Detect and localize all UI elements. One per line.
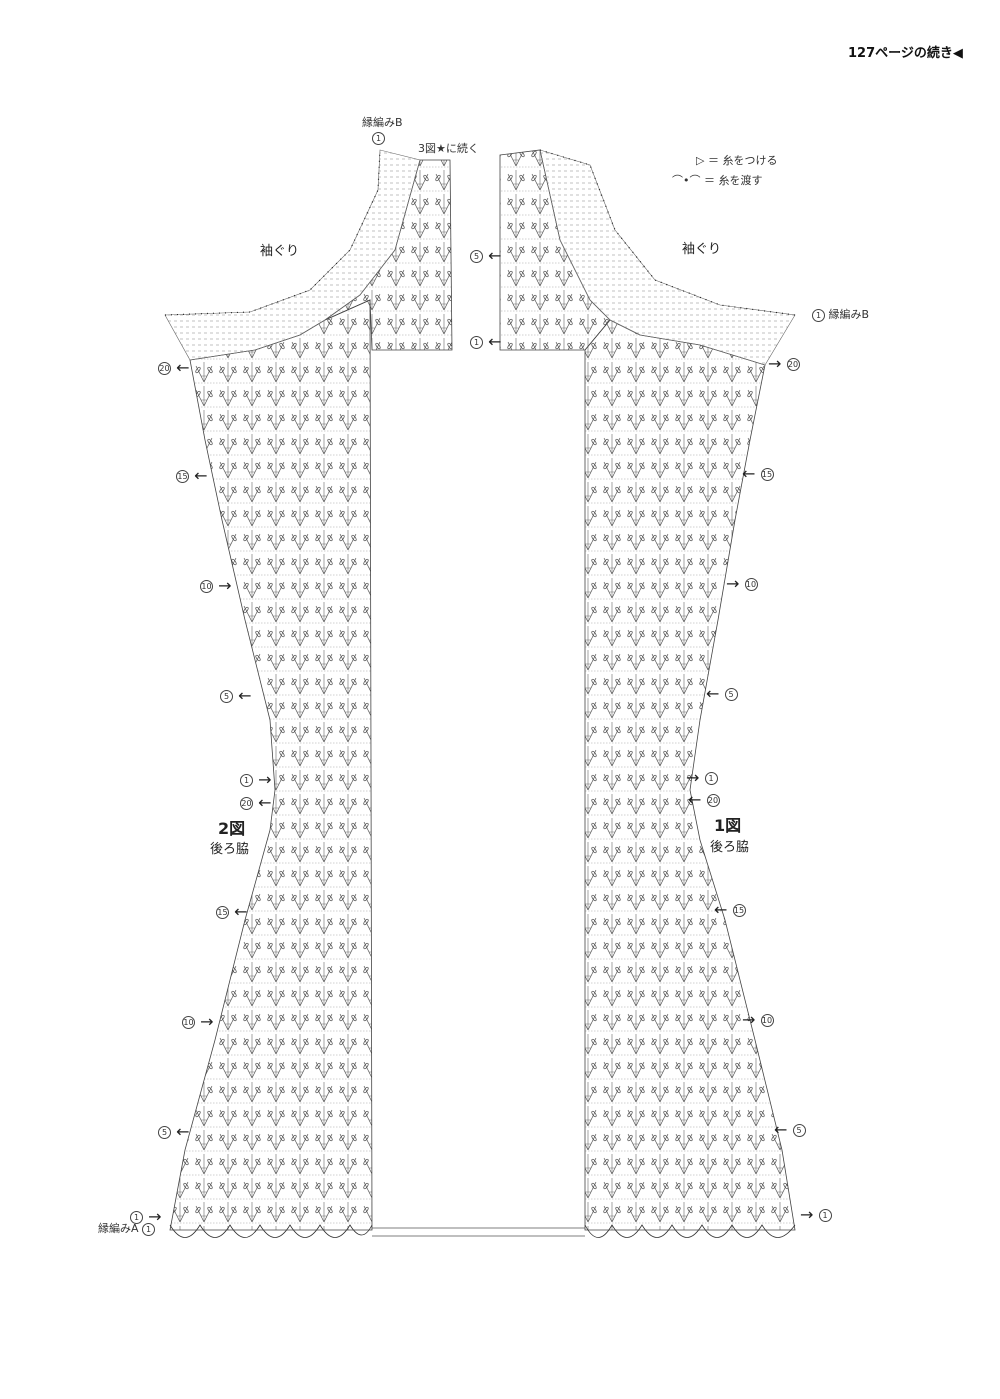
left-row-marker: 5 ← bbox=[158, 1122, 190, 1141]
right-row-marker: → 20 bbox=[768, 354, 800, 373]
left-edge-b-label: 縁編みB bbox=[362, 116, 403, 129]
right-row-marker: ← 15 bbox=[742, 464, 774, 483]
left-armhole-label: 袖ぐり bbox=[260, 244, 300, 259]
left-edge-b-row: 1 bbox=[372, 128, 385, 147]
page-header-text: 127ページの続き bbox=[848, 46, 953, 61]
left-edge-a-label: 縁編みA 1 bbox=[98, 1220, 156, 1236]
right-row-marker: ← 20 bbox=[688, 790, 720, 809]
legend-attach: ▷ ＝ 糸をつける bbox=[696, 152, 777, 168]
left-row-marker: 15 ← bbox=[176, 466, 208, 485]
right-row-marker: ← 15 bbox=[714, 900, 746, 919]
left-row-marker: 10 → bbox=[200, 576, 232, 595]
triangle-icon: ▷ bbox=[696, 154, 705, 167]
page-header: 127ページの続き◀ bbox=[848, 42, 963, 61]
left-body-area bbox=[169, 299, 373, 1231]
right-figure-label: 1図 bbox=[714, 816, 742, 835]
right-row-marker: → 1 bbox=[800, 1205, 832, 1224]
left-figure-label: 2図 bbox=[218, 819, 246, 838]
left-row-marker: 20 ← bbox=[240, 793, 272, 812]
legend-carry: ⌒•⌒ ＝ 糸を渡す bbox=[672, 172, 763, 188]
right-bottom-edging bbox=[584, 1224, 796, 1238]
right-edge-b: 1 縁編みB bbox=[812, 306, 869, 322]
right-row-marker: ← 5 bbox=[774, 1120, 806, 1139]
left-row-marker: 20 ← bbox=[158, 358, 190, 377]
right-row-marker: → 10 bbox=[726, 574, 758, 593]
left-row-marker: 5 ← bbox=[220, 686, 252, 705]
left-armhole-edging bbox=[164, 149, 421, 361]
left-continue-label: 3図★に続く bbox=[418, 142, 479, 155]
legend-carry-text: ＝ 糸を渡す bbox=[704, 174, 763, 187]
left-row-marker: 1 → bbox=[240, 770, 272, 789]
header-arrow-icon: ◀ bbox=[952, 46, 963, 61]
left-row-marker: 15 ← bbox=[216, 902, 248, 921]
carry-yarn-icon: ⌒•⌒ bbox=[672, 174, 701, 187]
right-part-label: 後ろ脇 bbox=[710, 840, 750, 855]
left-row-marker: 10 → bbox=[182, 1012, 214, 1031]
left-row-marker: 1 → bbox=[130, 1207, 162, 1226]
right-row-marker: → 10 bbox=[742, 1010, 774, 1029]
left-part-label: 後ろ脇 bbox=[210, 842, 250, 857]
left-bottom-edging bbox=[169, 1224, 373, 1238]
legend-attach-text: ＝ 糸をつける bbox=[707, 154, 778, 167]
right-row-marker: 5 ← bbox=[470, 246, 502, 265]
right-armhole-label: 袖ぐり bbox=[682, 242, 722, 257]
right-armhole-edging bbox=[539, 149, 796, 366]
right-row-marker: ← 5 bbox=[706, 684, 738, 703]
right-row-marker: 1 ← bbox=[470, 332, 502, 351]
right-row-marker: → 1 bbox=[686, 768, 718, 787]
